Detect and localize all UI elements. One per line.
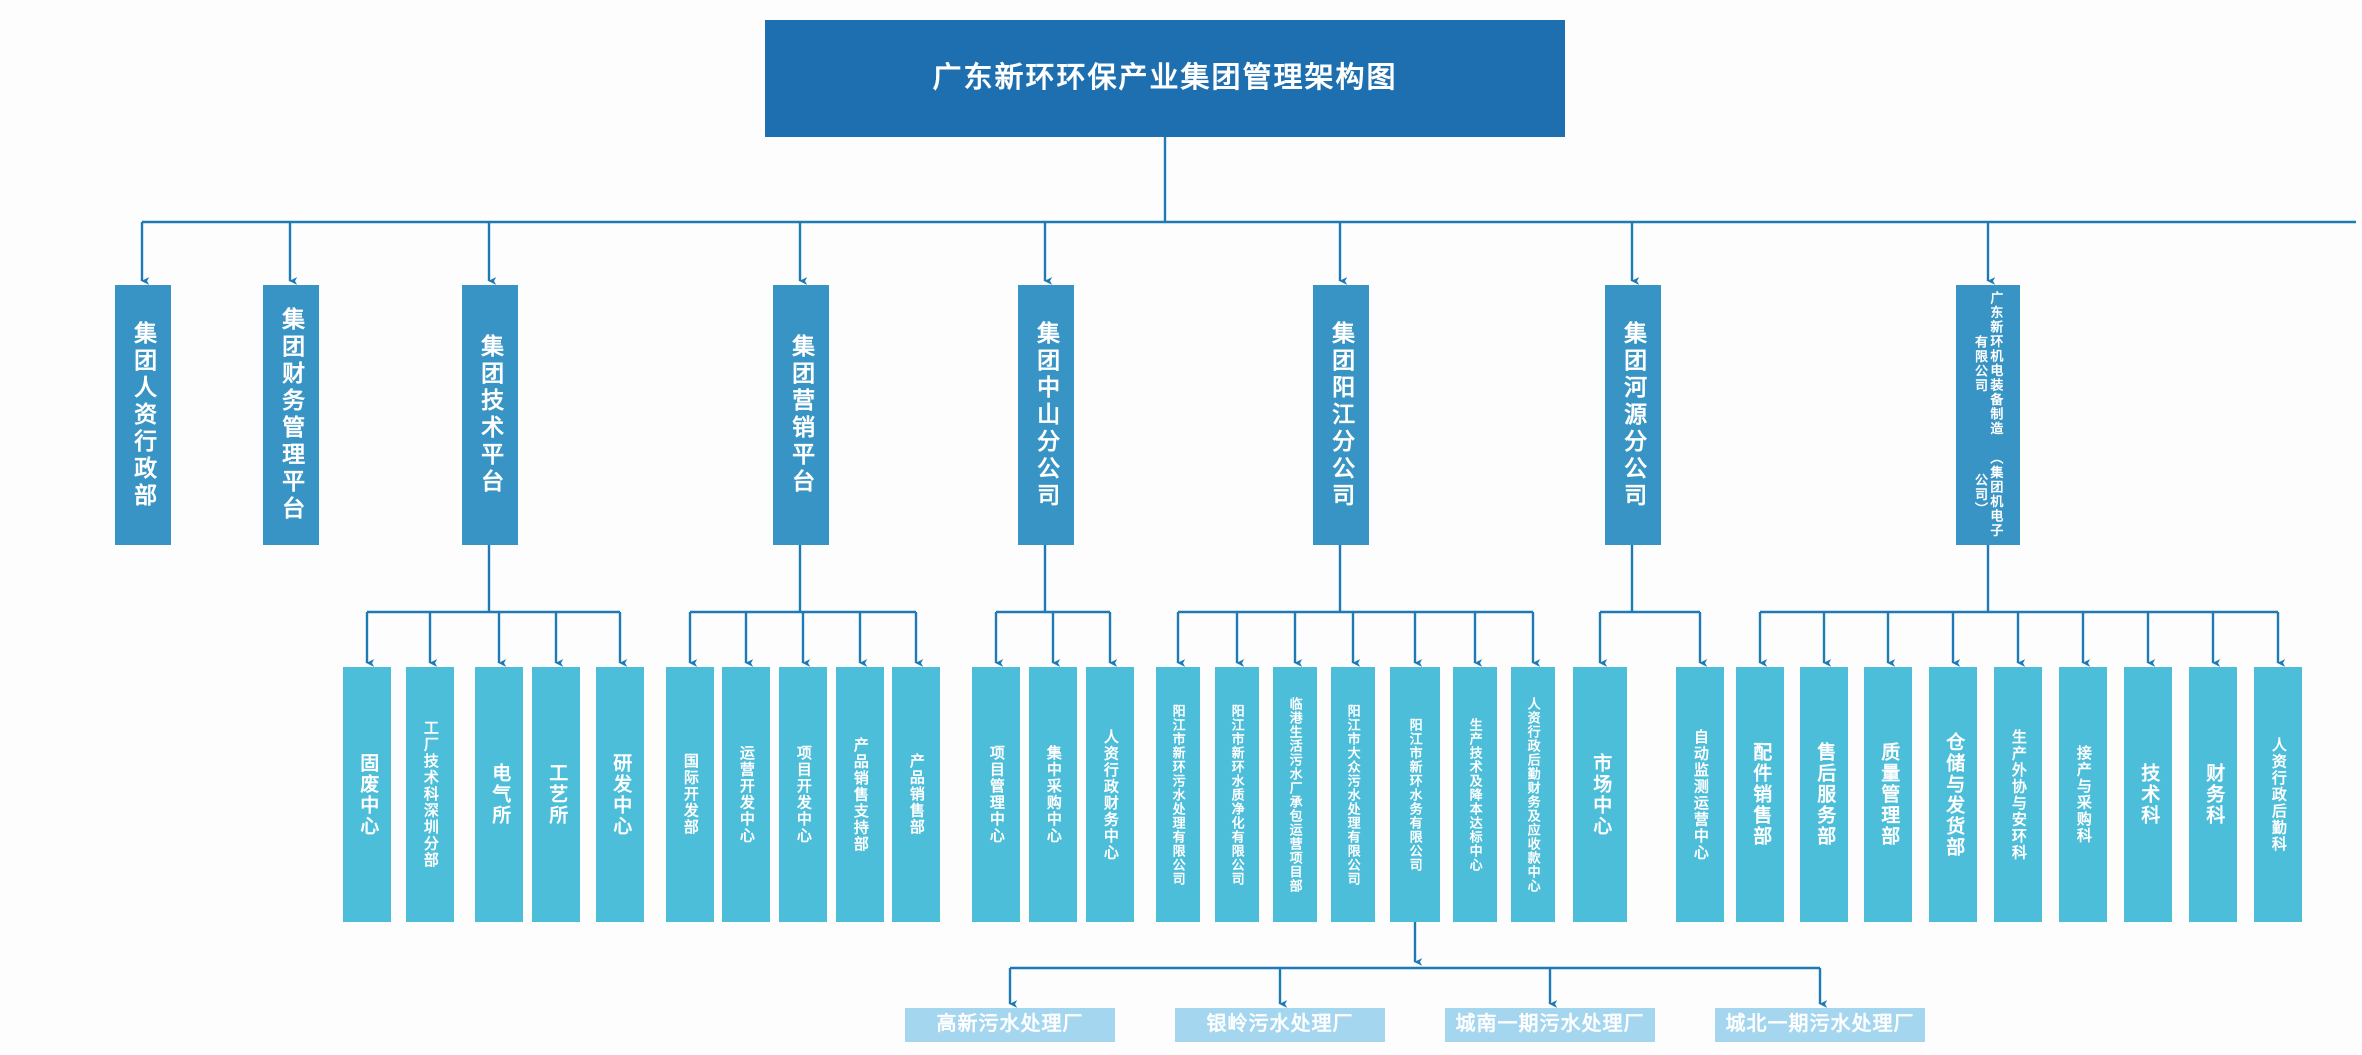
node-gaoxin-sewage-plant[interactable]: 高新污水处理厂 — [905, 1008, 1115, 1042]
node-yj-xinhuan-water-purification-co[interactable]: 阳江市新环水质净化有限公司 — [1215, 667, 1259, 922]
node-branch-yangjiang[interactable]: 集团阳江分公司 — [1313, 285, 1369, 545]
node-technical-section[interactable]: 技术科 — [2124, 667, 2172, 922]
node-after-sales-service-dept[interactable]: 售后服务部 — [1800, 667, 1848, 922]
node-branch-zhongshan[interactable]: 集团中山分公司 — [1018, 285, 1074, 545]
node-chengnan-phase1-sewage-plant[interactable]: 城南一期污水处理厂 — [1445, 1008, 1655, 1042]
node-rnd-center[interactable]: 研发中心 — [596, 667, 644, 922]
node-quality-mgmt-dept[interactable]: 质量管理部 — [1864, 667, 1912, 922]
node-market-center[interactable]: 市场中心 — [1573, 667, 1627, 922]
node-yinling-sewage-plant[interactable]: 银岭污水处理厂 — [1175, 1008, 1385, 1042]
node-operations-dev-center[interactable]: 运营开发中心 — [722, 667, 770, 922]
electro-company-alias: （集团机电子公司） — [1973, 451, 2004, 539]
node-factory-tech-shenzhen[interactable]: 工厂技术科深圳分部 — [406, 667, 454, 922]
node-product-sales-dept[interactable]: 产品销售部 — [892, 667, 940, 922]
node-group-tech-platform[interactable]: 集团技术平台 — [462, 285, 518, 545]
node-auto-monitoring-operations-center[interactable]: 自动监测运营中心 — [1676, 667, 1724, 922]
node-subsidiary-electromechanical[interactable]: 广东新环机电装备制造有限公司 （集团机电子公司） — [1956, 285, 2020, 545]
node-parts-sales-dept[interactable]: 配件销售部 — [1736, 667, 1784, 922]
node-group-marketing-platform[interactable]: 集团营销平台 — [773, 285, 829, 545]
node-central-procurement-center[interactable]: 集中采购中心 — [1029, 667, 1077, 922]
node-hr-admin-logistics-section[interactable]: 人资行政后勤科 — [2254, 667, 2302, 922]
node-project-dev-center[interactable]: 项目开发中心 — [779, 667, 827, 922]
node-warehouse-shipping-dept[interactable]: 仓储与发货部 — [1929, 667, 1977, 922]
node-finance-section[interactable]: 财务科 — [2189, 667, 2237, 922]
node-production-outsourcing-safety-env-section[interactable]: 生产外协与安环科 — [1994, 667, 2042, 922]
node-branch-heyuan[interactable]: 集团河源分公司 — [1605, 285, 1661, 545]
node-production-acceptance-procurement-section[interactable]: 接产与采购科 — [2059, 667, 2107, 922]
node-yj-xinhuan-water-affairs-co[interactable]: 阳江市新环水务有限公司 — [1390, 667, 1440, 922]
node-product-sales-support-dept[interactable]: 产品销售支持部 — [836, 667, 884, 922]
node-hr-admin-finance-center[interactable]: 人资行政财务中心 — [1086, 667, 1134, 922]
chart-title-box: 广东新环环保产业集团管理架构图 — [765, 20, 1565, 137]
node-international-dev-dept[interactable]: 国际开发部 — [666, 667, 714, 922]
node-group-hr-admin[interactable]: 集团人资行政部 — [115, 285, 171, 545]
node-electrical-institute[interactable]: 电气所 — [475, 667, 523, 922]
node-yj-xinhuan-sewage-co[interactable]: 阳江市新环污水处理有限公司 — [1156, 667, 1200, 922]
node-solid-waste-center[interactable]: 固废中心 — [343, 667, 391, 922]
node-chengbei-phase1-sewage-plant[interactable]: 城北一期污水处理厂 — [1715, 1008, 1925, 1042]
node-group-finance-platform[interactable]: 集团财务管理平台 — [263, 285, 319, 545]
node-hr-admin-logistics-finance-receivables-center[interactable]: 人资行政后勤财务及应收款中心 — [1511, 667, 1555, 922]
node-production-tech-cost-reduction-center[interactable]: 生产技术及降本达标中心 — [1453, 667, 1497, 922]
node-process-institute[interactable]: 工艺所 — [532, 667, 580, 922]
node-yj-dazhong-sewage-co[interactable]: 阳江市大众污水处理有限公司 — [1331, 667, 1375, 922]
node-lingang-sewage-plant-project-dept[interactable]: 临港生活污水厂承包运营项目部 — [1273, 667, 1317, 922]
node-project-mgmt-center[interactable]: 项目管理中心 — [972, 667, 1020, 922]
electro-company-name: 广东新环机电装备制造有限公司 — [1973, 291, 2004, 437]
